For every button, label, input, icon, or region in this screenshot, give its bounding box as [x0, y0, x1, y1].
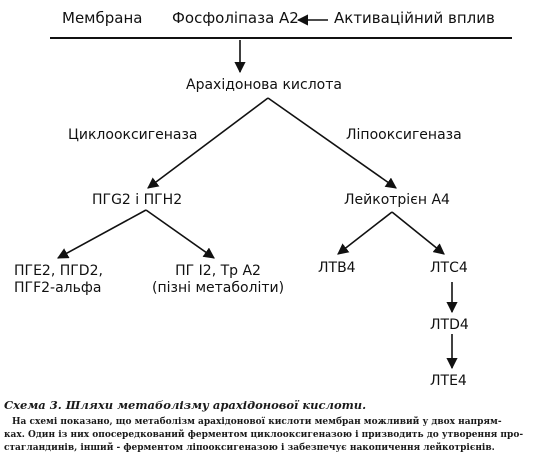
- node-ltd4: ЛТD4: [430, 317, 469, 333]
- pathway-diagram: [50, 14, 512, 370]
- node-leukotriene-a4: Лейкотрієн А4: [344, 192, 450, 208]
- label-cyclooxygenase: Циклооксигеназа: [68, 127, 198, 143]
- node-ltc4: ЛТС4: [430, 260, 468, 276]
- label-lipoxygenase: Ліпооксигеназа: [346, 127, 462, 143]
- node-activating-influence: Активаційний вплив: [334, 9, 495, 27]
- node-phospholipase-a2: Фосфоліпаза А2: [172, 9, 299, 27]
- arrow-to-ltb4: [337, 211, 393, 255]
- node-pge2-pgd2-pgf2: ПГЕ2, ПГD2, ПГF2-альфа: [14, 263, 103, 297]
- caption-title-text: Шляхи метаболізму арахідонової кислоти.: [65, 398, 367, 412]
- node-ltb4: ЛТВ4: [318, 260, 356, 276]
- node-membrane: Мембрана: [62, 9, 143, 27]
- arrow-to-ltc4: [391, 211, 445, 255]
- arrow-to-pge2: [57, 209, 147, 259]
- node-pge2-line1: ПГЕ2, ПГD2,: [14, 263, 103, 279]
- caption-line-1: На схемі показано, що метаболізм арахідо…: [12, 417, 502, 427]
- node-lte4: ЛТЕ4: [430, 373, 467, 389]
- node-pgi2-line1: ПГ І2, Тр А2: [175, 263, 261, 279]
- caption-label: Схема 3.: [4, 398, 62, 412]
- node-arachidonic-acid: Арахідонова кислота: [186, 77, 342, 93]
- node-pgi2-line2: (пізні метаболіти): [152, 280, 285, 296]
- caption-line-2: ках. Один із них опосередкований фермент…: [4, 430, 524, 440]
- node-pgi2-txa2: ПГ І2, Тр А2 (пізні метаболіти): [152, 263, 284, 297]
- arrow-to-leukotriene-a4: [267, 97, 397, 189]
- node-pgg2-pgh2: ПГG2 і ПГН2: [92, 192, 183, 208]
- node-pge2-line2: ПГF2-альфа: [14, 280, 102, 296]
- caption-title: Схема 3. Шляхи метаболізму арахідонової …: [4, 398, 534, 412]
- arrow-to-pgi2: [145, 209, 215, 259]
- caption-line-3: стагландинів, інший - ферментом ліпоокси…: [4, 443, 495, 453]
- arrow-to-pgg2: [147, 97, 269, 189]
